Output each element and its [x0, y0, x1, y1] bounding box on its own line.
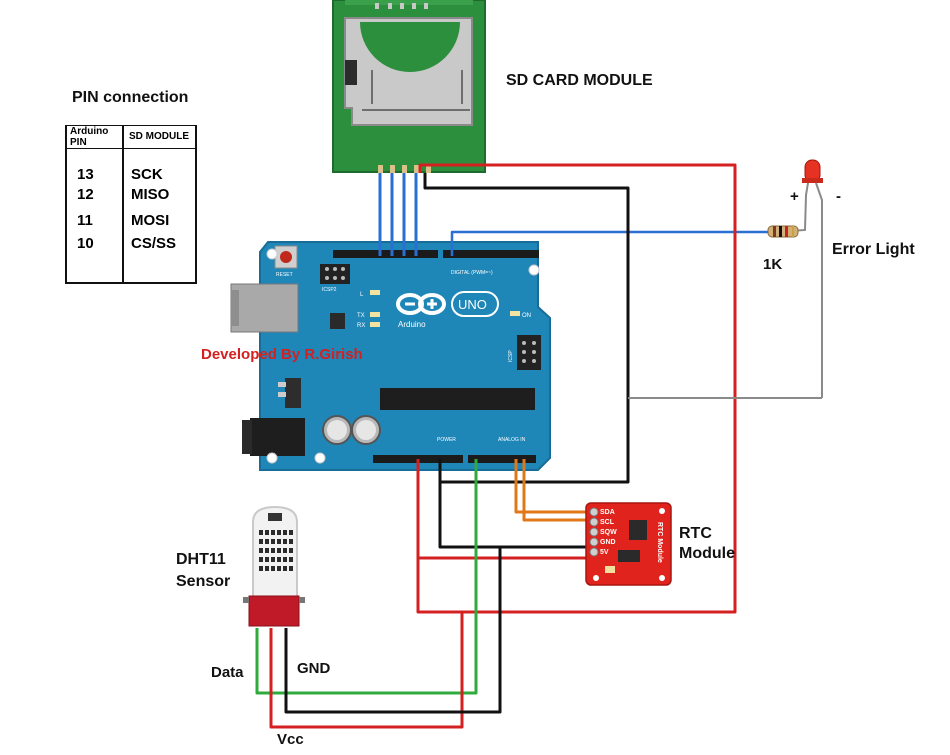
digital-header: [333, 250, 539, 258]
wire-sda: [514, 459, 595, 514]
dht-grille-hole: [265, 530, 269, 535]
dht-grille-hole: [289, 530, 293, 535]
model-label: UNO: [458, 297, 487, 312]
reset-label: RESET: [276, 272, 293, 278]
table-header-arduino: Arduino PIN: [70, 126, 109, 148]
rtc-pin-5v: 5V: [600, 549, 609, 556]
dht-grille-hole: [283, 539, 287, 544]
dht-grille-hole: [271, 539, 275, 544]
table-row: 11 MOSI: [77, 212, 170, 229]
rtc-pin-sqw: SQW: [600, 529, 617, 536]
dht-grille-hole: [277, 530, 281, 535]
rx-label: RX: [357, 323, 365, 329]
sd-card-module-label: SD CARD MODULE: [506, 72, 653, 89]
dht-grille-hole: [265, 557, 269, 562]
wire-dht-data: [255, 459, 478, 695]
tx-label: TX: [357, 313, 365, 319]
rtc-label: RTC Module: [679, 525, 735, 562]
dht-grille-hole: [283, 557, 287, 562]
rtc-pin-gnd: GND: [600, 539, 616, 546]
wire-gnd: [423, 173, 630, 484]
dht-grille-hole: [283, 530, 287, 535]
dht-grille-hole: [259, 548, 263, 553]
icsp2-header: [320, 264, 350, 284]
dht-grille-hole: [271, 557, 275, 562]
pin-connection-table: Arduino PIN SD MODULE 13 SCK 12 MISO 11 …: [65, 125, 197, 284]
rtc-module: SDA SCL SQW GND 5V RTC Module: [585, 502, 672, 586]
wire-rtc-gnd: [438, 482, 595, 549]
dht-grille-hole: [277, 557, 281, 562]
sd-card-slot: [344, 17, 473, 126]
dht-grille-hole: [259, 566, 263, 571]
dht-grille-hole: [265, 539, 269, 544]
dht11-label: DHT11 Sensor: [176, 551, 231, 590]
dht-grille-hole: [259, 530, 263, 535]
sd-card-module: [332, 0, 486, 173]
resistor-label: 1K: [763, 256, 783, 273]
rtc-pin-scl: SCL: [600, 519, 615, 526]
dht-grille-hole: [277, 539, 281, 544]
dht-grille-hole: [289, 539, 293, 544]
on-label: ON: [522, 313, 531, 319]
wire-dht-gnd: [284, 547, 502, 714]
table-row: 12 MISO: [77, 186, 170, 203]
power-analog-header: [373, 455, 536, 463]
dht11-sensor: [243, 505, 305, 627]
arduino-logo: [396, 291, 499, 317]
dht-grille-hole: [265, 548, 269, 553]
data-pin-label: Data: [211, 664, 244, 681]
brand-label: Arduino: [398, 320, 426, 329]
gnd-pin-label: GND: [297, 660, 331, 677]
wire-5v: [416, 163, 737, 614]
developer-credit: Developed By R.Girish: [201, 346, 363, 363]
error-led: [776, 159, 823, 398]
table-row: 13 SCK: [77, 166, 163, 183]
led-plus-label: +: [790, 188, 799, 205]
dht-grille-hole: [289, 566, 293, 571]
wire-led-signal: [450, 230, 768, 256]
table-row: 10 CS/SS: [77, 235, 177, 252]
dht-grille-hole: [271, 566, 275, 571]
resistor-1k: [767, 225, 799, 238]
wire-scl: [522, 459, 595, 522]
dht-grille-hole: [283, 548, 287, 553]
analog-label: ANALOG IN: [498, 437, 526, 443]
pin-connection-title: PIN connection: [72, 89, 189, 106]
l-label: L: [360, 292, 364, 298]
power-label: POWER: [437, 437, 456, 443]
icsp-label: ICSP: [508, 350, 514, 362]
dht-grille-hole: [277, 566, 281, 571]
led-minus-label: -: [836, 188, 841, 205]
icsp2-label: ICSP2: [322, 287, 337, 293]
vcc-pin-label: Vcc: [277, 731, 304, 748]
dht-grille-hole: [289, 557, 293, 562]
dht-grille-hole: [259, 557, 263, 562]
wire-dht-vcc: [269, 612, 464, 729]
table-header-sd: SD MODULE: [129, 131, 189, 142]
dht-grille-hole: [265, 566, 269, 571]
rtc-chip-text: RTC Module: [656, 522, 663, 563]
dht-grille-hole: [277, 548, 281, 553]
rtc-pin-sda: SDA: [600, 509, 615, 516]
dht-grille-hole: [283, 566, 287, 571]
dht-grille-hole: [289, 548, 293, 553]
error-light-label: Error Light: [832, 241, 915, 258]
digital-label: DIGITAL (PWM=~): [451, 270, 493, 276]
dht-grille-hole: [259, 539, 263, 544]
dht-grille-hole: [271, 530, 275, 535]
dht-grille-hole: [271, 548, 275, 553]
